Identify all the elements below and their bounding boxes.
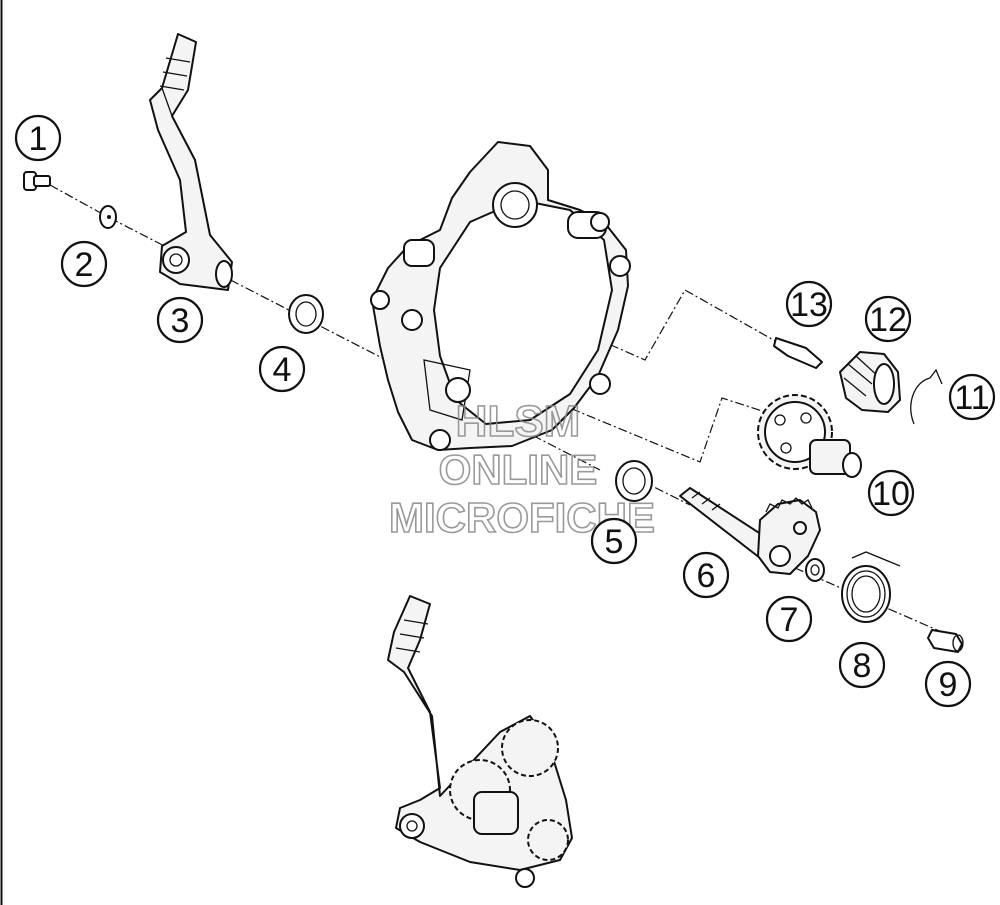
callout-5: 5 xyxy=(590,517,638,565)
callout-6-label: 6 xyxy=(697,557,716,595)
part-thrust-washer xyxy=(615,460,653,502)
part-kick-starter-gear xyxy=(839,351,901,413)
part-bolt xyxy=(23,171,51,191)
part-torsion-spring xyxy=(841,551,901,623)
part-kick-starter-lever xyxy=(149,33,233,291)
watermark-line-1: HLSM xyxy=(456,397,581,446)
part-kick-starter-shaft xyxy=(679,487,821,575)
callout-10: 10 xyxy=(867,469,915,517)
callout-4: 4 xyxy=(258,345,306,393)
part-dowel-pin xyxy=(773,337,823,369)
callout-2: 2 xyxy=(60,240,108,288)
callouts: 1 2 3 4 5 6 7 8 9 10 11 12 13 xyxy=(14,114,996,708)
callout-9: 9 xyxy=(924,660,972,708)
callout-7-label: 7 xyxy=(780,601,799,639)
part-retaining-clip xyxy=(910,368,943,425)
callout-8: 8 xyxy=(838,641,886,689)
callout-2-label: 2 xyxy=(75,246,94,284)
callout-8-label: 8 xyxy=(853,647,872,685)
part-pin xyxy=(927,629,964,653)
callout-11-label: 11 xyxy=(954,379,989,417)
part-seal-ring xyxy=(288,294,324,334)
part-washer xyxy=(805,558,825,582)
part-washer-small xyxy=(99,205,117,229)
assembled-view xyxy=(387,595,573,888)
callout-3-label: 3 xyxy=(171,302,190,340)
callout-12-label: 12 xyxy=(869,301,907,339)
callout-9-label: 9 xyxy=(939,666,958,704)
part-engine-cover xyxy=(370,141,631,451)
callout-1: 1 xyxy=(14,114,62,162)
callout-5-label: 5 xyxy=(605,523,624,561)
callout-1-label: 1 xyxy=(29,120,48,158)
callout-13: 13 xyxy=(785,280,833,328)
callout-7: 7 xyxy=(765,595,813,643)
part-intermediate-gear xyxy=(757,394,862,478)
callout-6: 6 xyxy=(682,551,730,599)
callout-13-label: 13 xyxy=(790,286,828,324)
watermark-line-2: ONLINE xyxy=(439,446,598,493)
callout-12: 12 xyxy=(864,295,912,343)
callout-3: 3 xyxy=(156,296,204,344)
callout-11: 11 xyxy=(948,373,996,421)
callout-4-label: 4 xyxy=(273,351,292,389)
callout-10-label: 10 xyxy=(872,475,910,513)
